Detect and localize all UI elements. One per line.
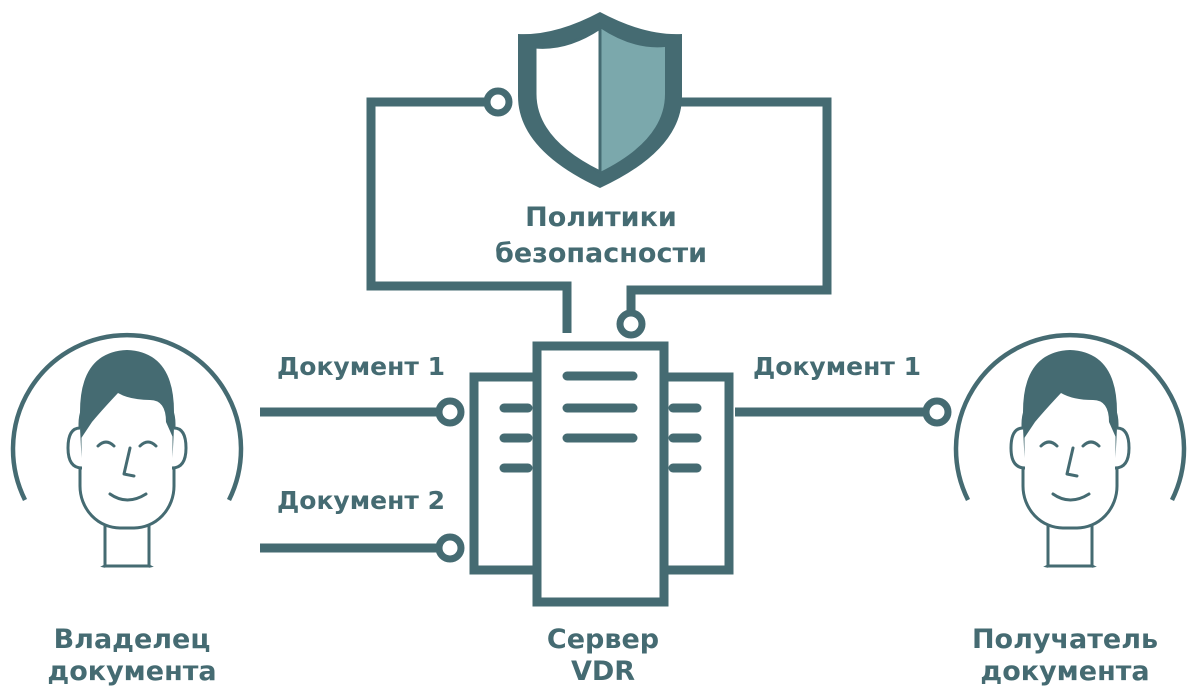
connector-node — [435, 533, 465, 563]
avatar-ring — [953, 332, 1187, 502]
policy-label-line-2: безопасности — [494, 237, 708, 269]
connector-node — [483, 87, 513, 117]
owner-label: Владелец документа — [25, 624, 239, 689]
doc1-right-label: Документ 1 — [753, 352, 921, 381]
avatar-ring — [10, 332, 244, 502]
recipient-avatar — [953, 332, 1187, 570]
owner-label-line-2: документа — [47, 656, 217, 688]
connector-node — [435, 397, 465, 427]
server-label: Сервер VDR — [510, 624, 696, 689]
recipient-label-line-2: документа — [980, 656, 1150, 688]
shield-icon — [518, 12, 682, 188]
policy-connector-lines — [366, 97, 832, 333]
connector-node — [922, 397, 952, 427]
person-icon — [66, 350, 188, 566]
doc2-label: Документ 2 — [277, 486, 445, 515]
policy-line-left — [366, 97, 572, 333]
owner-avatar — [10, 332, 244, 570]
document-lines — [260, 407, 928, 553]
recipient-label-line-1: Получатель — [971, 624, 1159, 655]
server-label-line-2: VDR — [570, 656, 636, 688]
server-label-line-1: Сервер — [546, 624, 660, 655]
server-icon — [469, 341, 734, 607]
connector-node — [616, 309, 646, 339]
policy-line-right — [626, 97, 832, 313]
policy-label: Политики безопасности — [470, 200, 732, 272]
doc1-left-label: Документ 1 — [277, 352, 445, 381]
owner-label-line-1: Владелец — [53, 624, 211, 655]
recipient-label: Получатель документа — [958, 624, 1172, 689]
policy-label-line-1: Политики — [525, 202, 677, 233]
person-icon — [1009, 350, 1131, 566]
